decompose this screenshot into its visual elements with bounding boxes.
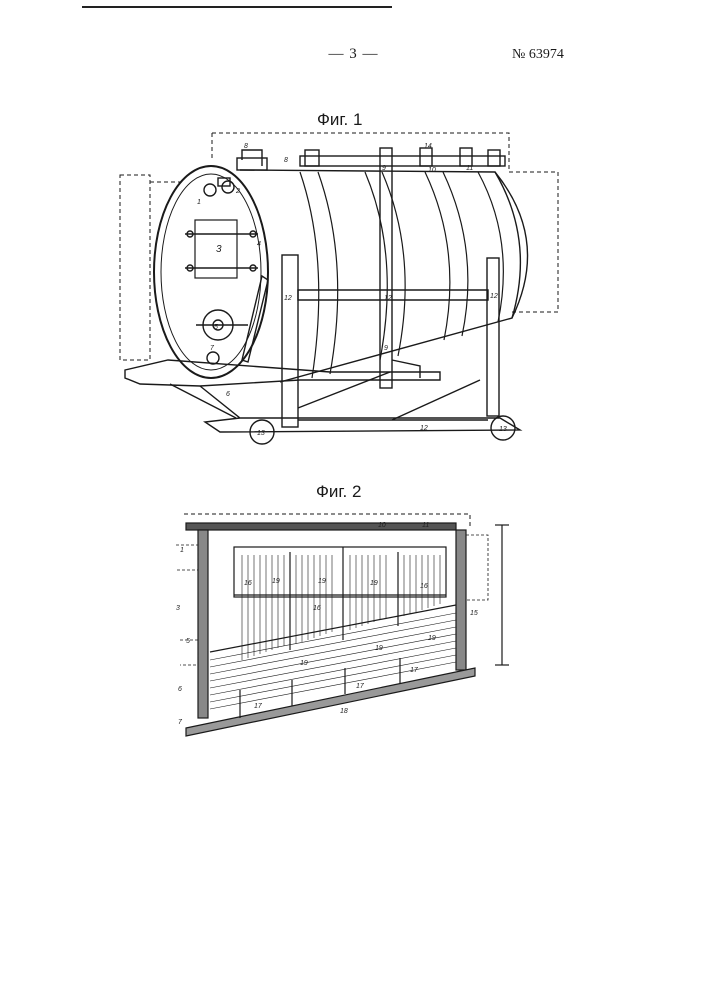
- fig2-callout-5: 5: [186, 638, 190, 645]
- fig2-callout-16b: 16: [313, 605, 321, 612]
- fig2-callout-19a: 19: [272, 578, 280, 585]
- fig2-callout-19f: 19: [428, 635, 436, 642]
- fig2-callout-18: 18: [340, 708, 348, 715]
- fig2-callout-19e: 19: [375, 645, 383, 652]
- fig2-callout-16a: 16: [244, 580, 252, 587]
- fig2-callout-17a: 17: [254, 703, 263, 710]
- fig2-callout-11: 11: [422, 522, 429, 529]
- fig2-callout-19b: 19: [318, 578, 326, 585]
- fig2-callout-15: 15: [470, 610, 478, 617]
- fig2-callout-1: 1: [180, 547, 184, 554]
- fig2-callout-10: 10: [378, 522, 386, 529]
- fig2-callout-6: 6: [178, 686, 182, 693]
- fig2-callout-17b: 17: [356, 683, 365, 690]
- fig2-callout-16c: 16: [420, 583, 428, 590]
- fig2-callout-7: 7: [178, 719, 183, 726]
- fig2-callout-19d: 19: [300, 660, 308, 667]
- fig2-callout-17c: 17: [410, 667, 419, 674]
- fig2-callout-19c: 19: [370, 580, 378, 587]
- fig2-callout-3: 3: [176, 605, 180, 612]
